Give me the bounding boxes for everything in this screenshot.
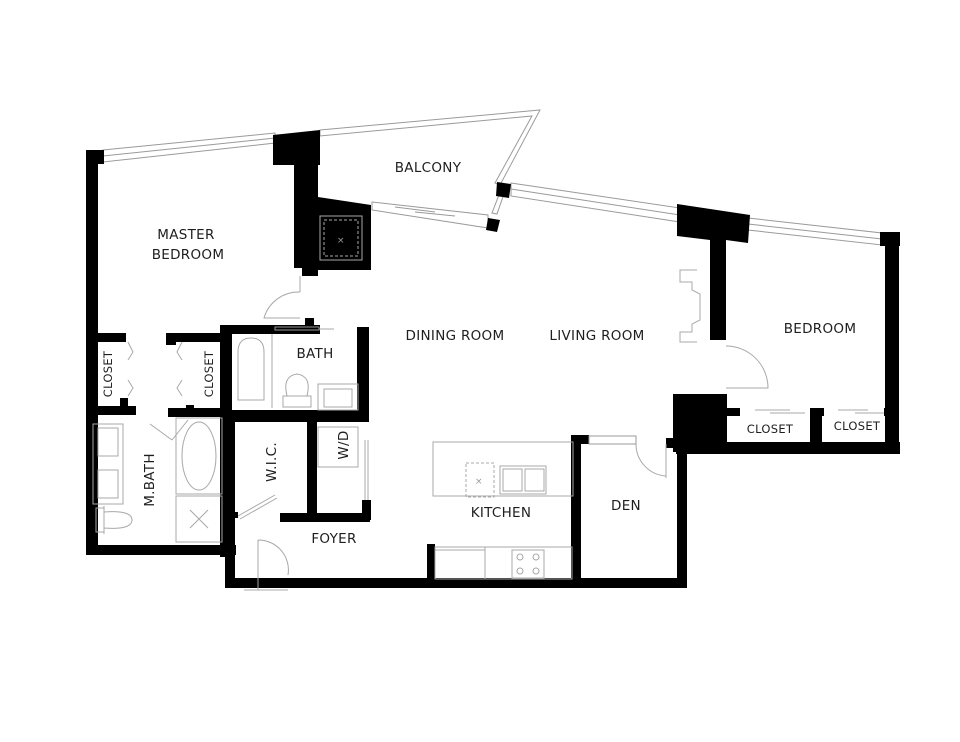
kitchen-island (432, 441, 574, 497)
label-living-room: LIVING ROOM (549, 328, 644, 344)
label-bath: BATH (296, 346, 333, 362)
washer-dryer-unit (317, 426, 359, 468)
bathtub (237, 337, 265, 401)
label-closet-bedroom-1: CLOSET (747, 422, 794, 436)
label-bedroom: BEDROOM (784, 321, 857, 337)
fireplace (679, 269, 701, 343)
label-balcony: BALCONY (395, 160, 462, 176)
toilet-master-bath (95, 506, 133, 534)
label-dining-room: DINING ROOM (406, 328, 505, 344)
svg-text:×: × (475, 477, 483, 487)
room-labels: MASTER BEDROOM BALCONY DINING ROOM LIVIN… (101, 160, 881, 547)
label-washer-dryer: W/D (336, 430, 352, 459)
door-bedroom (725, 345, 769, 389)
door-wic (237, 494, 276, 517)
sink-bath (317, 383, 359, 411)
label-kitchen: KITCHEN (471, 505, 532, 521)
vanity-master-bath (92, 423, 124, 505)
label-master-bedroom-line1: MASTER (157, 227, 214, 243)
kitchen-sink (499, 465, 547, 495)
fixtures: × × (92, 215, 701, 580)
door-den (635, 443, 667, 477)
doors (127, 276, 884, 591)
svg-text:×: × (337, 236, 345, 246)
label-den: DEN (611, 498, 641, 514)
label-walk-in-closet: W.I.C. (264, 442, 280, 482)
cooktop (511, 549, 545, 579)
door-master-bath (149, 423, 173, 441)
shower-master-bath (175, 495, 223, 543)
label-closet-left-2: CLOSET (202, 350, 216, 397)
tub-master-bath (175, 417, 223, 495)
door-entry (257, 539, 289, 590)
label-foyer: FOYER (311, 531, 356, 547)
label-closet-bedroom-2: CLOSET (834, 419, 881, 433)
label-master-bath: M.BATH (142, 453, 158, 507)
storage-box (319, 215, 363, 261)
balcony-sliding-door (371, 201, 489, 229)
label-master-bedroom-line2: BEDROOM (152, 247, 225, 263)
walls (86, 130, 900, 588)
label-closet-left-1: CLOSET (101, 350, 115, 397)
door-master-bedroom (263, 291, 301, 319)
toilet-bath (282, 373, 312, 408)
kitchen-counter (434, 546, 573, 580)
